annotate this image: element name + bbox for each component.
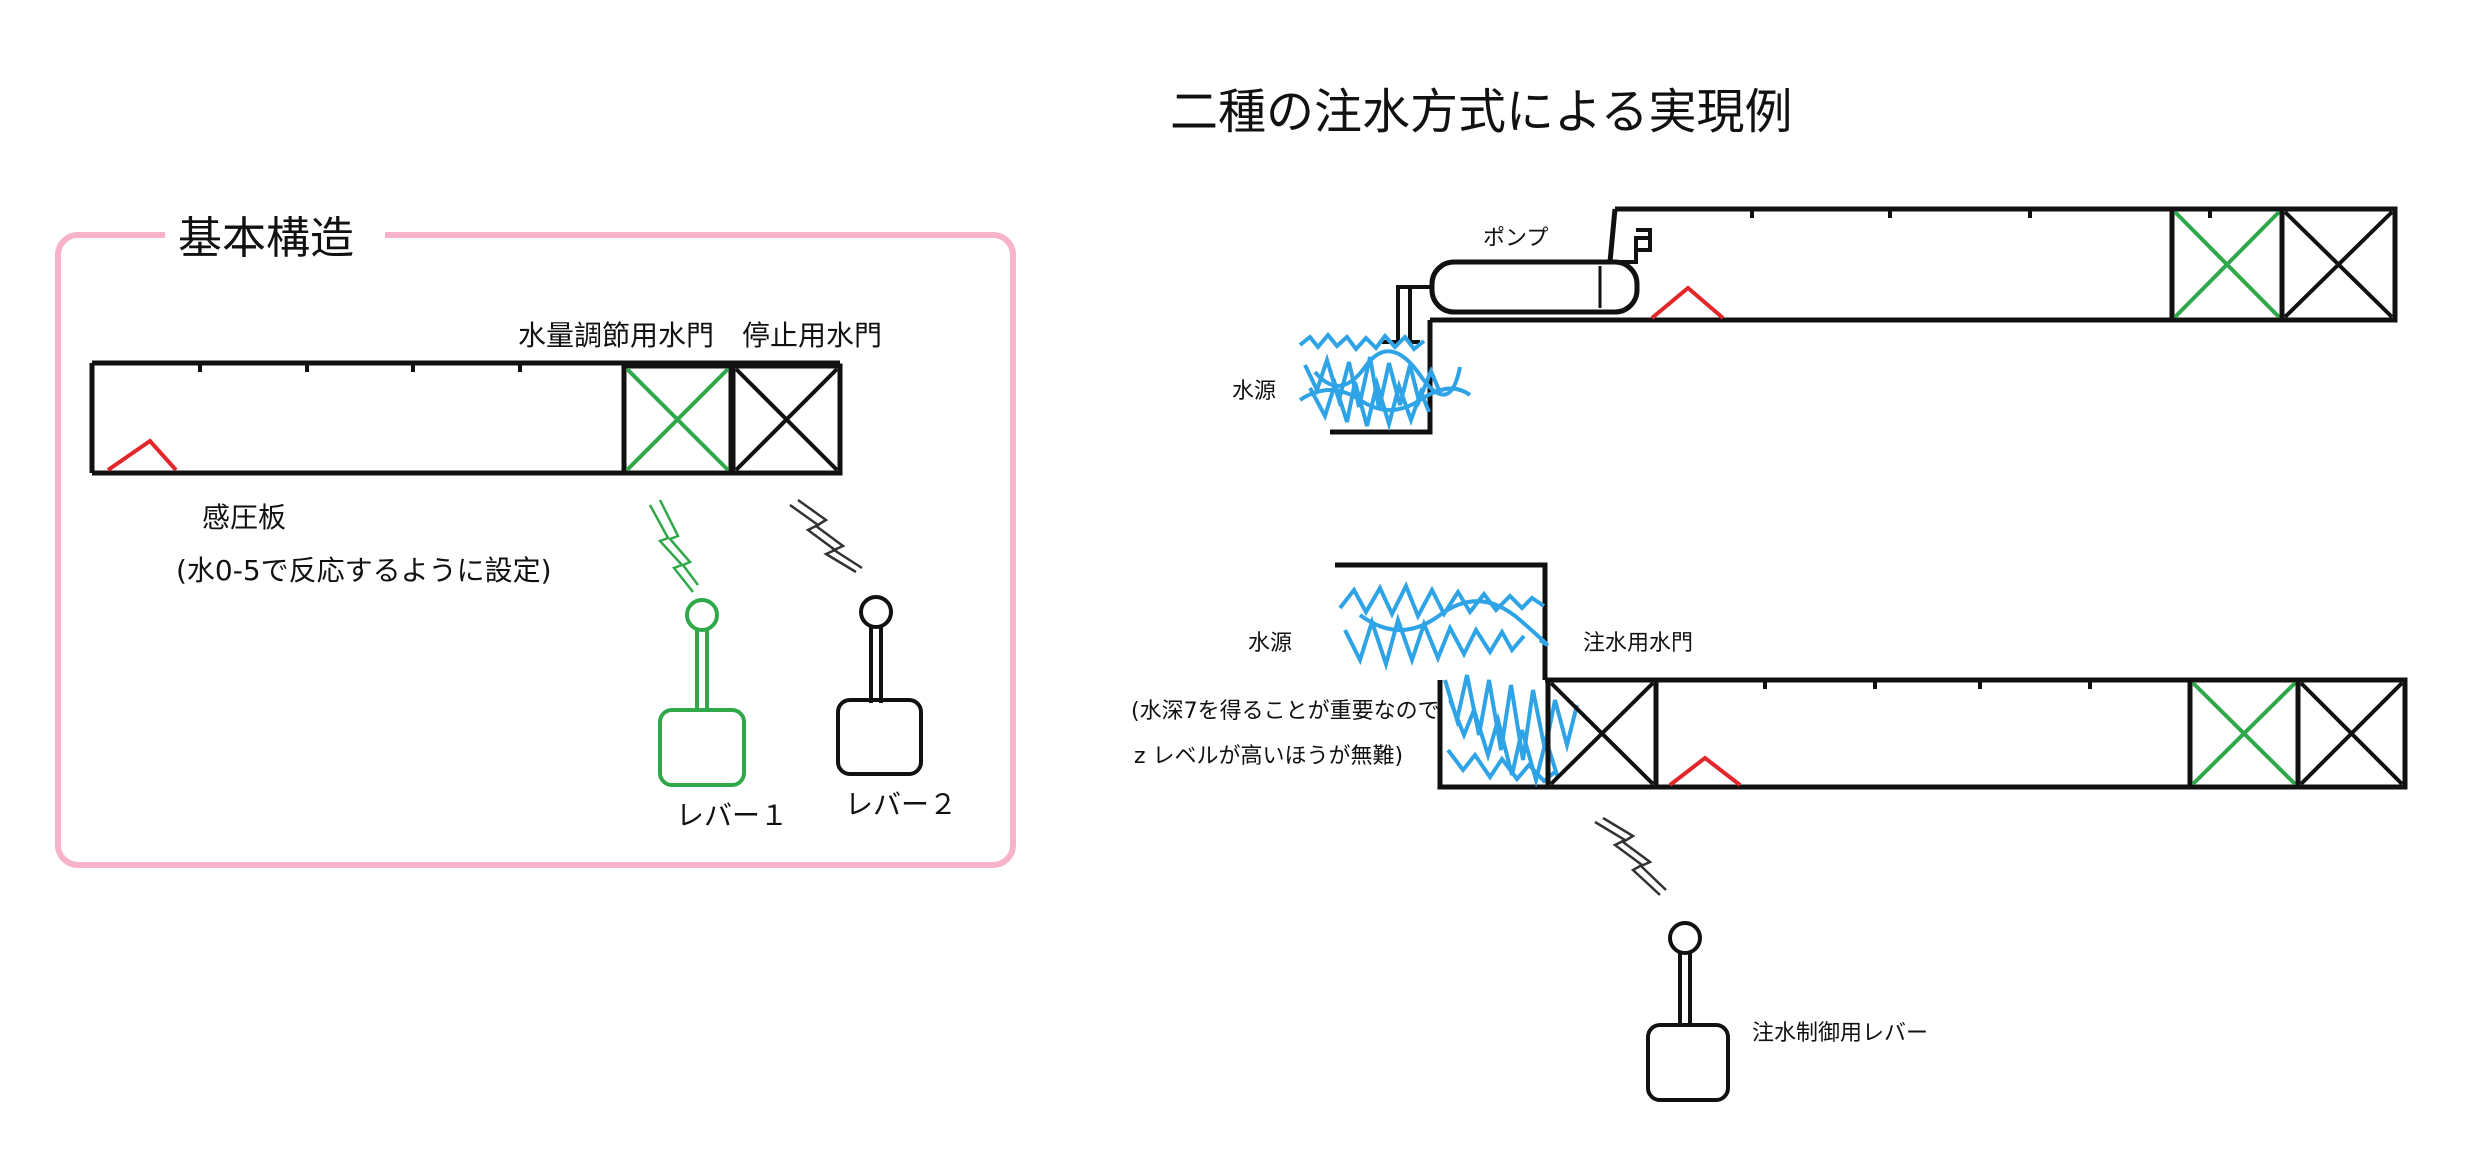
- signal-bolt-icon-black: [789, 503, 857, 574]
- basic-structure-frame: [55, 232, 1016, 868]
- basic-structure-panel: 基本構造 水量調節用水門 停止用水門 感圧板 (水0-5で反応するように設定): [55, 208, 1016, 868]
- flow-control-gate: [621, 363, 734, 476]
- fill-gate: [1545, 677, 1659, 790]
- diagram-title: 二種の注水方式による実現例: [1170, 84, 1793, 140]
- basic-structure-heading: 基本構造: [178, 213, 354, 264]
- gate-flow-gate: [2187, 677, 2301, 790]
- gate-reservoir-top: [1335, 562, 1548, 680]
- gate-example: 水源 (水深7を得ることが重要なので z レベルが高いほうが無難): [1131, 562, 2408, 1102]
- lever-2-icon[interactable]: [836, 595, 923, 776]
- fill-signal-bolt-icon: [1594, 820, 1661, 896]
- stop-gate-label: 停止用水門: [742, 319, 882, 352]
- pump-water-source-label: 水源: [1232, 379, 1276, 404]
- fill-control-lever-icon[interactable]: [1646, 921, 1730, 1102]
- gate-pressure-plate: [1668, 755, 1742, 787]
- signal-bolt-icon-green-2: [658, 499, 699, 586]
- fill-control-lever-label: 注水制御用レバー: [1752, 1021, 1928, 1046]
- signal-bolt-icon-black-2: [797, 498, 863, 570]
- stop-gate: [730, 363, 843, 476]
- pump-water-basin: [1330, 320, 1433, 435]
- flow-gate-label: 水量調節用水門: [518, 319, 714, 352]
- gate-reservoir-bottom: [1437, 680, 1545, 790]
- basic-channel: [89, 360, 840, 476]
- lever-1-icon[interactable]: [658, 598, 746, 787]
- pressure-plate: [106, 438, 178, 472]
- gate-note-line2: z レベルが高いほうが無難): [1134, 744, 1403, 769]
- gate-stop-gate: [2295, 677, 2408, 790]
- signal-bolt-icon-green: [648, 504, 694, 593]
- pump-example: ポンプ 水源: [1232, 206, 2398, 435]
- lever-1-label: レバー１: [676, 799, 788, 832]
- pump-flow-gate: [2169, 206, 2285, 323]
- pump-pressure-plate: [1650, 285, 1725, 320]
- pump-icon: [1429, 259, 1640, 315]
- pump-stop-gate: [2279, 206, 2398, 323]
- gate-channel: [1545, 677, 2405, 790]
- heading-mask: [165, 208, 385, 262]
- fill-gate-label: 注水用水門: [1583, 631, 1693, 656]
- gate-note-line1: (水深7を得ることが重要なので: [1131, 699, 1440, 724]
- pressure-plate-note: (水0-5で反応するように設定): [176, 554, 552, 587]
- pressure-plate-label: 感圧板: [202, 501, 286, 534]
- pump-intake-pipe: [1382, 285, 1430, 344]
- lever-2-label: レバー２: [845, 788, 957, 821]
- fill-signal-bolt-icon-2: [1602, 816, 1667, 891]
- pump-label: ポンプ: [1483, 226, 1548, 251]
- pump-water-scribble: [1298, 331, 1472, 432]
- gate-water-scribble: [1338, 581, 1579, 788]
- gate-water-source-label: 水源: [1248, 631, 1292, 656]
